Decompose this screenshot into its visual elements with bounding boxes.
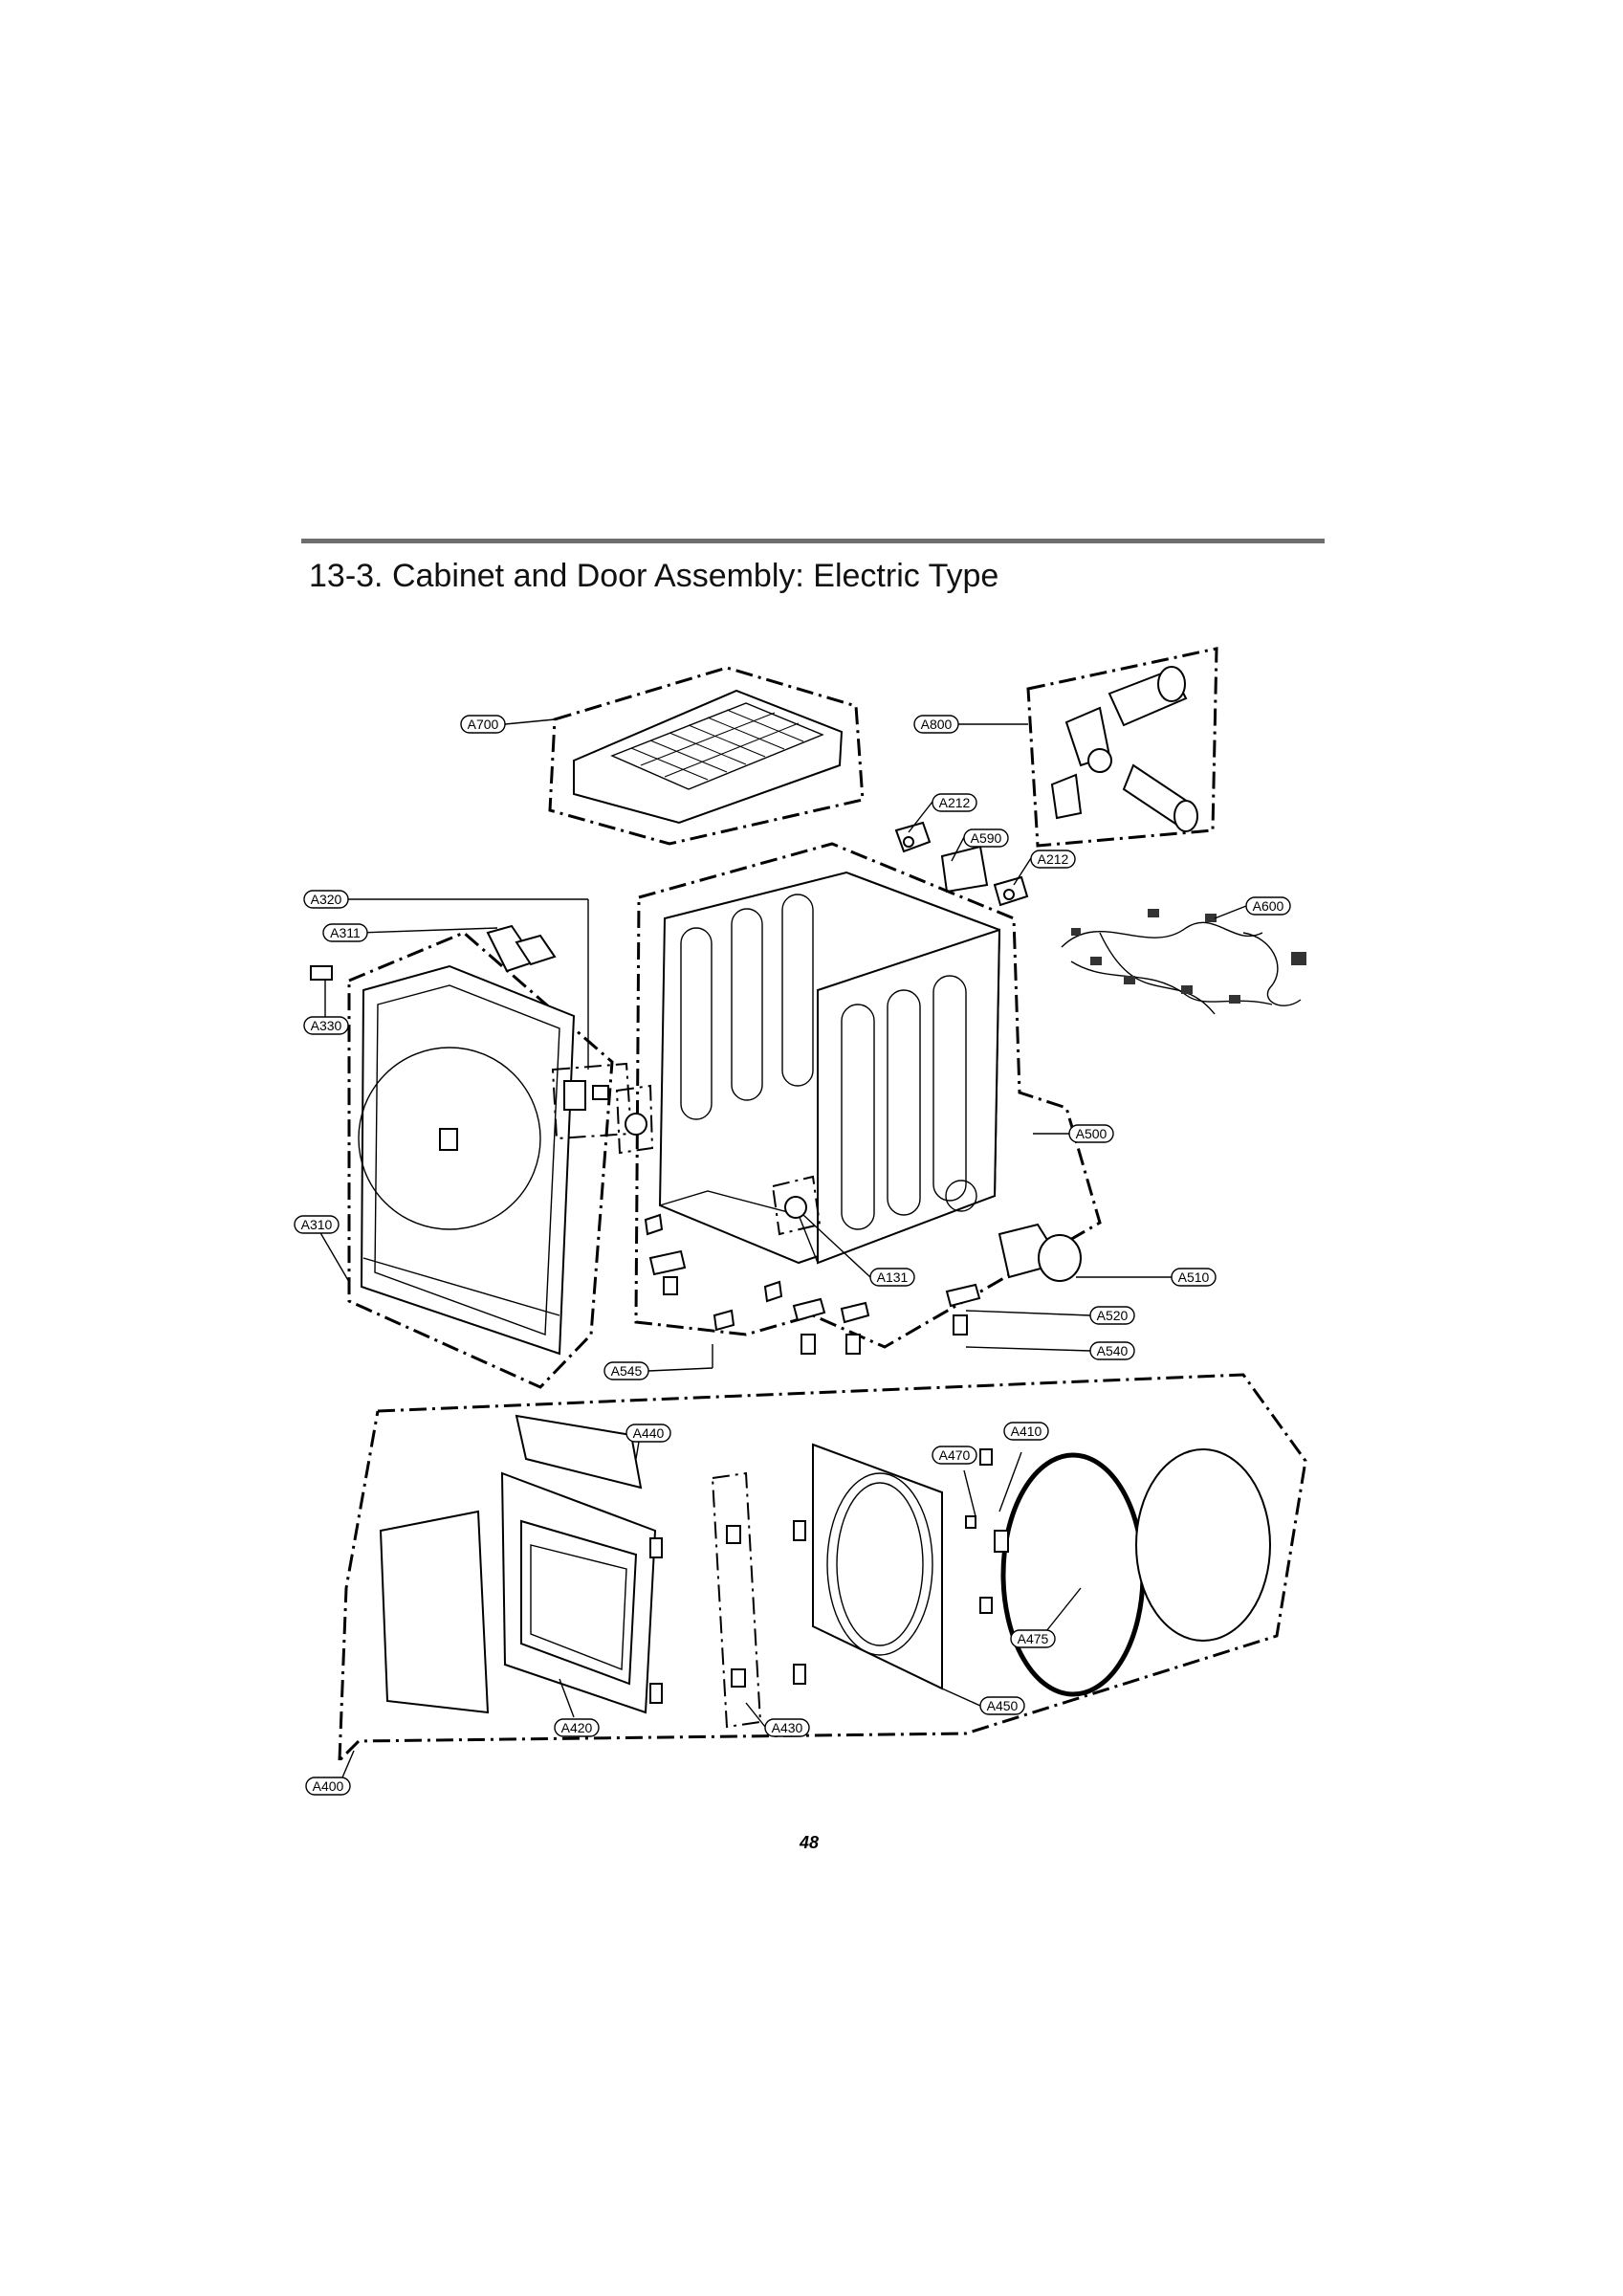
callout-a320: A320 [303,890,349,909]
callout-a590: A590 [963,828,1009,848]
svg-text:A520: A520 [1097,1308,1129,1323]
callout-a212-top: A212 [932,793,977,812]
callout-a131: A131 [869,1268,915,1287]
callout-a310: A310 [294,1215,340,1234]
svg-text:A420: A420 [561,1720,593,1735]
svg-text:A510: A510 [1178,1269,1210,1285]
svg-text:A700: A700 [468,717,499,732]
svg-text:A212: A212 [939,795,971,810]
svg-text:A500: A500 [1076,1126,1108,1141]
callout-a430: A430 [764,1718,810,1737]
door-assembly-part [338,1373,1307,1762]
callout-a500: A500 [1068,1124,1114,1143]
callout-a212-bottom: A212 [1030,850,1076,869]
callout-a400: A400 [305,1777,351,1796]
svg-text:A450: A450 [987,1698,1019,1713]
leader-lines [315,718,1247,1778]
svg-text:A330: A330 [311,1018,342,1033]
svg-text:A440: A440 [633,1425,665,1441]
svg-text:A310: A310 [301,1217,333,1232]
callout-a540: A540 [1089,1341,1135,1360]
callout-a311: A311 [322,923,368,942]
wire-harness-part [1061,909,1306,1015]
svg-text:A311: A311 [330,925,361,940]
callout-a330: A330 [303,1016,349,1035]
callout-a475: A475 [1010,1629,1056,1648]
section-title: 13-3. Cabinet and Door Assembly: Electri… [309,558,999,594]
callout-a410: A410 [1003,1422,1049,1441]
svg-text:A410: A410 [1011,1424,1042,1439]
part-callouts: A700 A800 A212 A590 A212 A320 A311 A330 … [294,715,1291,1796]
callout-a545: A545 [603,1361,649,1380]
callout-a450: A450 [979,1696,1025,1715]
callout-a470: A470 [932,1446,977,1465]
svg-text:A800: A800 [921,717,953,732]
top-grille-part [548,666,865,846]
callout-a700: A700 [460,715,506,734]
page-number: 48 [800,1833,820,1852]
callout-a800: A800 [913,715,959,734]
callout-a510: A510 [1171,1268,1217,1287]
callout-a440: A440 [625,1424,671,1443]
front-panel-part [310,924,654,1389]
svg-text:A545: A545 [611,1363,643,1379]
svg-text:A430: A430 [772,1720,803,1735]
svg-text:A600: A600 [1253,898,1284,914]
svg-text:A590: A590 [971,830,1002,846]
exhaust-duct-part [1026,647,1218,848]
callout-a520: A520 [1089,1306,1135,1325]
cabinet-part [634,842,1102,1355]
svg-text:A540: A540 [1097,1343,1129,1358]
svg-text:A131: A131 [877,1269,909,1285]
svg-text:A400: A400 [313,1778,344,1794]
svg-text:A320: A320 [311,892,342,907]
svg-text:A470: A470 [939,1447,971,1463]
svg-text:A212: A212 [1038,851,1069,867]
callout-a600: A600 [1245,896,1291,916]
header-rule [301,539,1325,543]
svg-text:A475: A475 [1018,1631,1049,1646]
callout-a420: A420 [554,1718,600,1737]
